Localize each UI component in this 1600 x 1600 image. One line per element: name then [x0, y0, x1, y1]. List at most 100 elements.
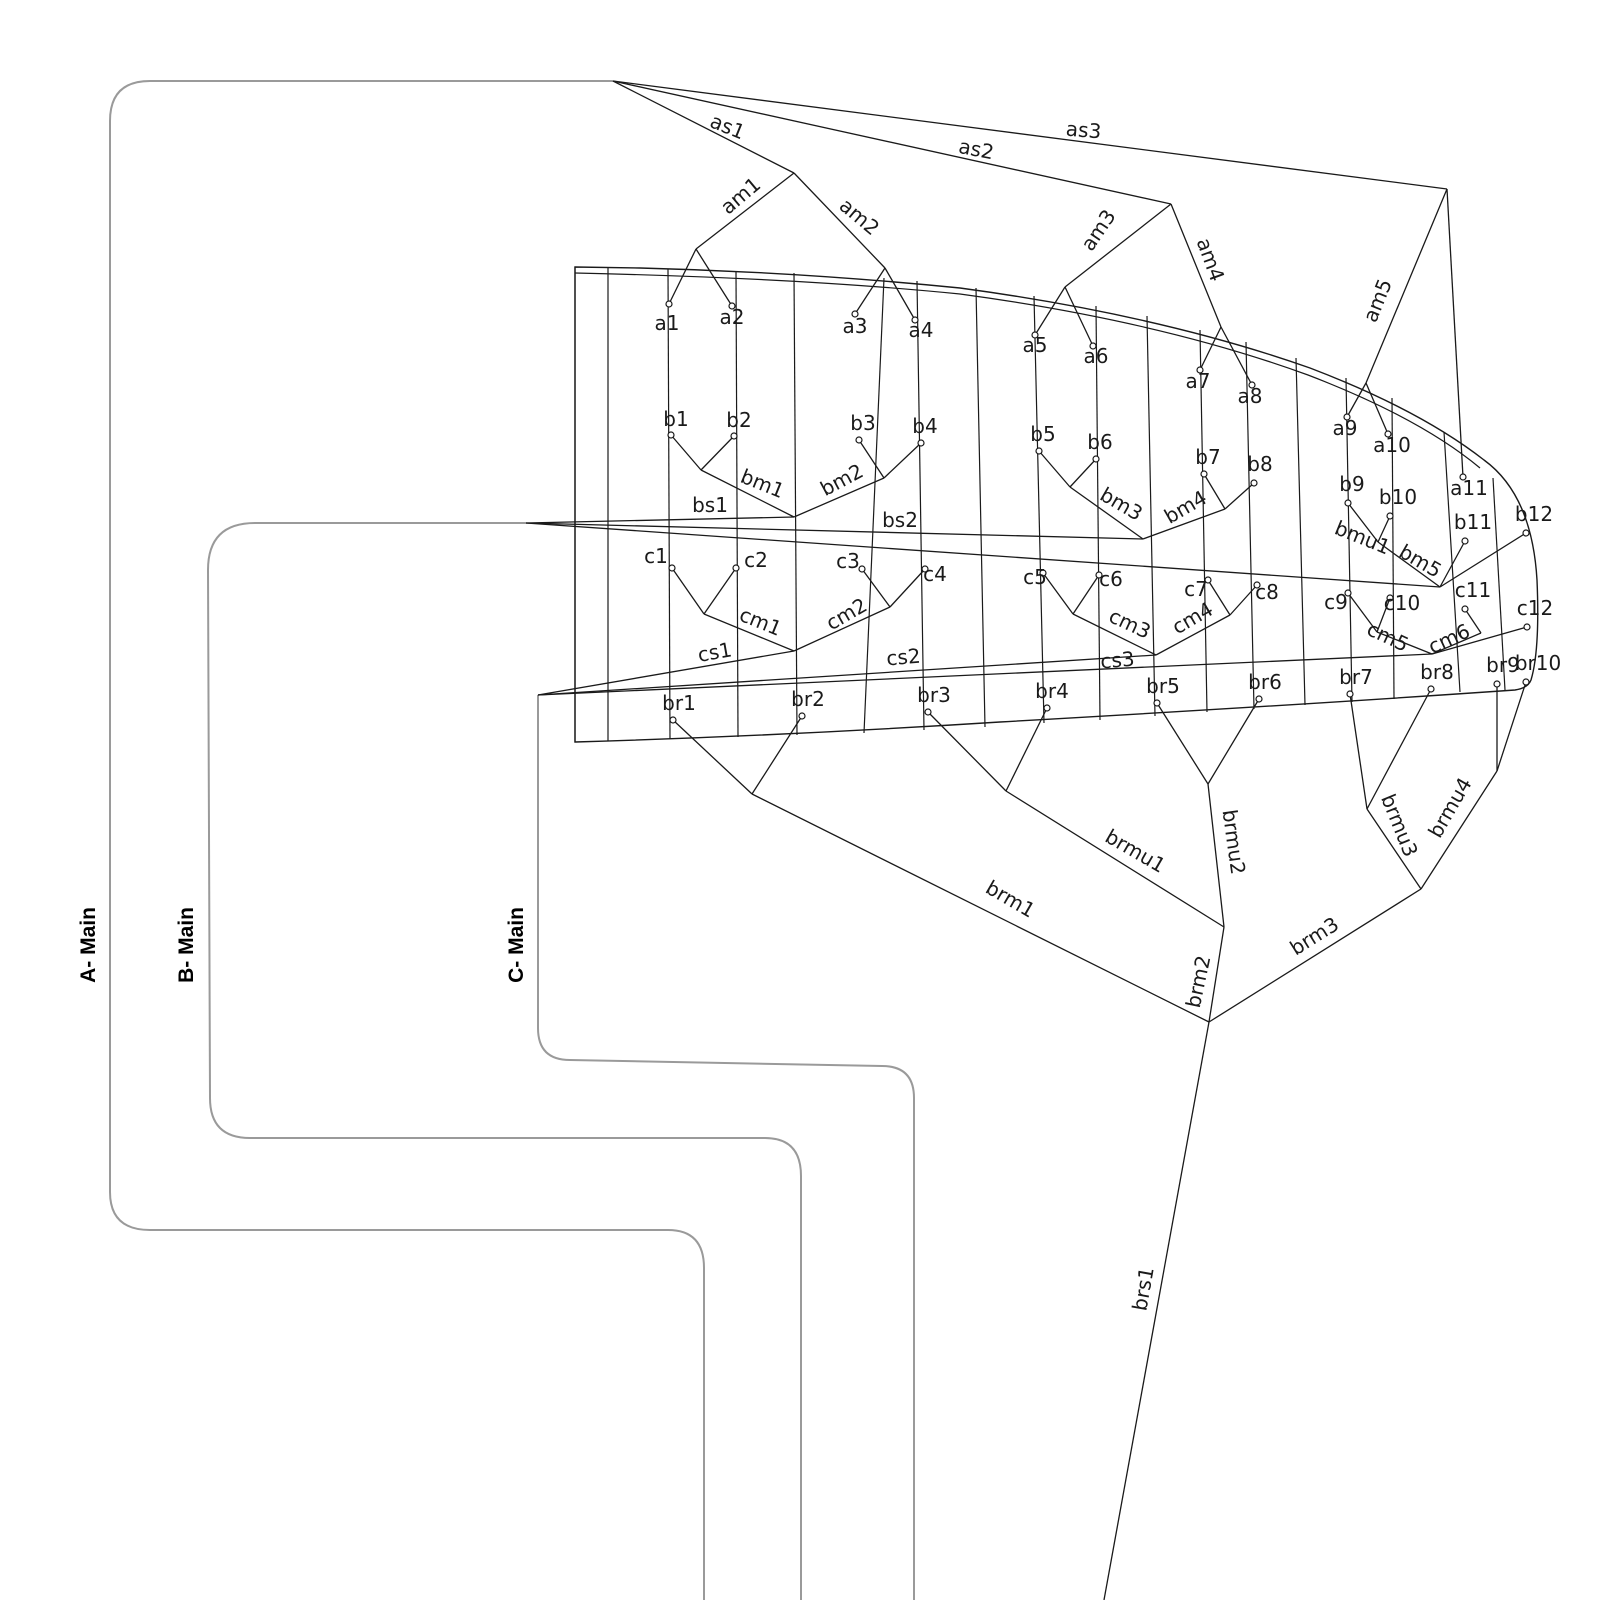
attachment-point-label: br4: [1035, 679, 1069, 703]
attachment-point-marker: [858, 565, 866, 573]
line-label: am5: [1358, 275, 1397, 325]
attachment-point-label: a2: [720, 305, 745, 329]
attachment-point-label: c1: [644, 544, 668, 568]
bridle-line-segment: [1439, 532, 1527, 588]
bridle-line-segment: [854, 267, 886, 315]
attachment-point-label: c9: [1324, 590, 1348, 614]
canopy-rib: [1245, 341, 1255, 710]
line-label: brmu3: [1376, 791, 1423, 861]
line-label: brmu4: [1423, 773, 1477, 842]
bridle-line-segment: [1377, 541, 1441, 588]
bridle-line-segment: [612, 80, 795, 174]
attachment-point-marker: [851, 310, 859, 318]
bridle-line-segment: [1376, 631, 1433, 655]
bridle-line-segment: [884, 267, 916, 321]
line-label: brm2: [1181, 953, 1215, 1010]
line-label: bs1: [692, 493, 728, 517]
attachment-point-marker: [732, 564, 740, 572]
attachment-point-label: b2: [726, 408, 751, 432]
line-label: cs2: [885, 644, 921, 671]
attachment-point-label: c10: [1384, 591, 1420, 615]
bridle-line-segment: [1377, 515, 1391, 543]
attachment-point-label: br5: [1146, 674, 1180, 698]
line-label: cm1: [736, 602, 785, 640]
attachment-point-label: b12: [1515, 502, 1553, 526]
bridle-line-segment: [1220, 326, 1253, 386]
line-label: am3: [1076, 205, 1121, 255]
attachment-point-marker: [1196, 366, 1204, 374]
attachment-point-label: a10: [1373, 433, 1411, 457]
main-line-label-b: B- Main: [175, 907, 198, 983]
attachment-point-marker: [917, 439, 925, 447]
line-label: cs1: [696, 637, 734, 667]
line-label: bm1: [737, 464, 788, 503]
line-label: brm3: [1286, 912, 1343, 960]
line-label: am4: [1192, 235, 1230, 285]
attachment-point-marker: [1344, 589, 1352, 597]
bridle-line-segment: [1446, 188, 1464, 478]
bridle-line-segment: [703, 613, 795, 652]
attachment-point-label: a3: [843, 314, 868, 338]
line-label: cm4: [1168, 597, 1217, 639]
bridle-line-segment: [751, 715, 803, 795]
bridle-line-segment: [670, 434, 702, 471]
attachment-point-label: b9: [1339, 472, 1364, 496]
bridle-line-segment: [1229, 584, 1258, 616]
canopy-rib: [1443, 431, 1461, 693]
main-line-a: [109, 80, 705, 1600]
attachment-point-marker: [668, 564, 676, 572]
line-label: brm1: [982, 875, 1040, 922]
bridle-line-segment: [793, 606, 891, 652]
canopy-rib: [863, 277, 885, 734]
attachment-point-marker: [1031, 331, 1039, 339]
attachment-point-marker: [1035, 447, 1043, 455]
bridle-line-segment: [793, 477, 885, 518]
attachment-point-marker: [1522, 678, 1530, 686]
line-label: as1: [707, 109, 749, 145]
bridle-line-segment: [525, 522, 1441, 588]
attachment-point-marker: [1344, 499, 1352, 507]
bridle-line-segment: [1208, 888, 1422, 1023]
attachment-point-marker: [665, 300, 673, 308]
bridle-line-segment: [1005, 707, 1048, 792]
bridle-line-segment: [1366, 808, 1422, 890]
main-line-label-c: C- Main: [505, 907, 528, 983]
attachment-point-label: b5: [1030, 422, 1055, 446]
bridle-line-segment: [703, 567, 737, 615]
attachment-point-label: c11: [1455, 578, 1491, 602]
attachment-point-label: b10: [1379, 485, 1417, 509]
bridle-line-segment: [1366, 688, 1432, 810]
bridle-line-segment: [1365, 188, 1448, 384]
bridle-line-segment: [1439, 540, 1466, 588]
bridle-line-segment: [612, 80, 1172, 205]
bridle-line-segment: [537, 654, 1157, 696]
bridle-line-segment: [883, 442, 922, 479]
attachment-point-marker: [1092, 455, 1100, 463]
attachment-point-marker: [924, 708, 932, 716]
attachment-point-label: c2: [744, 548, 768, 572]
bridle-line-segment: [1420, 770, 1498, 890]
line-label: bm2: [816, 459, 867, 501]
attachment-point-marker: [1153, 699, 1161, 707]
line-label: cm3: [1105, 604, 1154, 644]
bridle-line-segment: [1207, 698, 1260, 785]
line-label: brmu2: [1217, 808, 1250, 876]
bridle-line-segment: [1064, 203, 1172, 288]
attachment-point-marker: [667, 431, 675, 439]
bridle-line-segment: [1496, 681, 1527, 772]
bridle-line-segment: [1064, 286, 1094, 347]
attachment-point-marker: [1523, 623, 1531, 631]
bridle-line-segment: [1072, 613, 1157, 656]
bridle-line-segment: [1155, 614, 1231, 656]
canopy-rib: [1095, 305, 1101, 721]
bridle-line-segment: [1069, 458, 1097, 488]
attachment-point-marker: [798, 712, 806, 720]
bridle-line-segment: [695, 248, 733, 307]
line-label: brs1: [1127, 1265, 1158, 1313]
attachment-point-label: br7: [1339, 665, 1373, 689]
attachment-point-marker: [1386, 594, 1394, 602]
line-label: bm5: [1395, 539, 1446, 582]
bridle-line-segment: [793, 172, 886, 269]
canopy-rib: [1492, 477, 1506, 691]
